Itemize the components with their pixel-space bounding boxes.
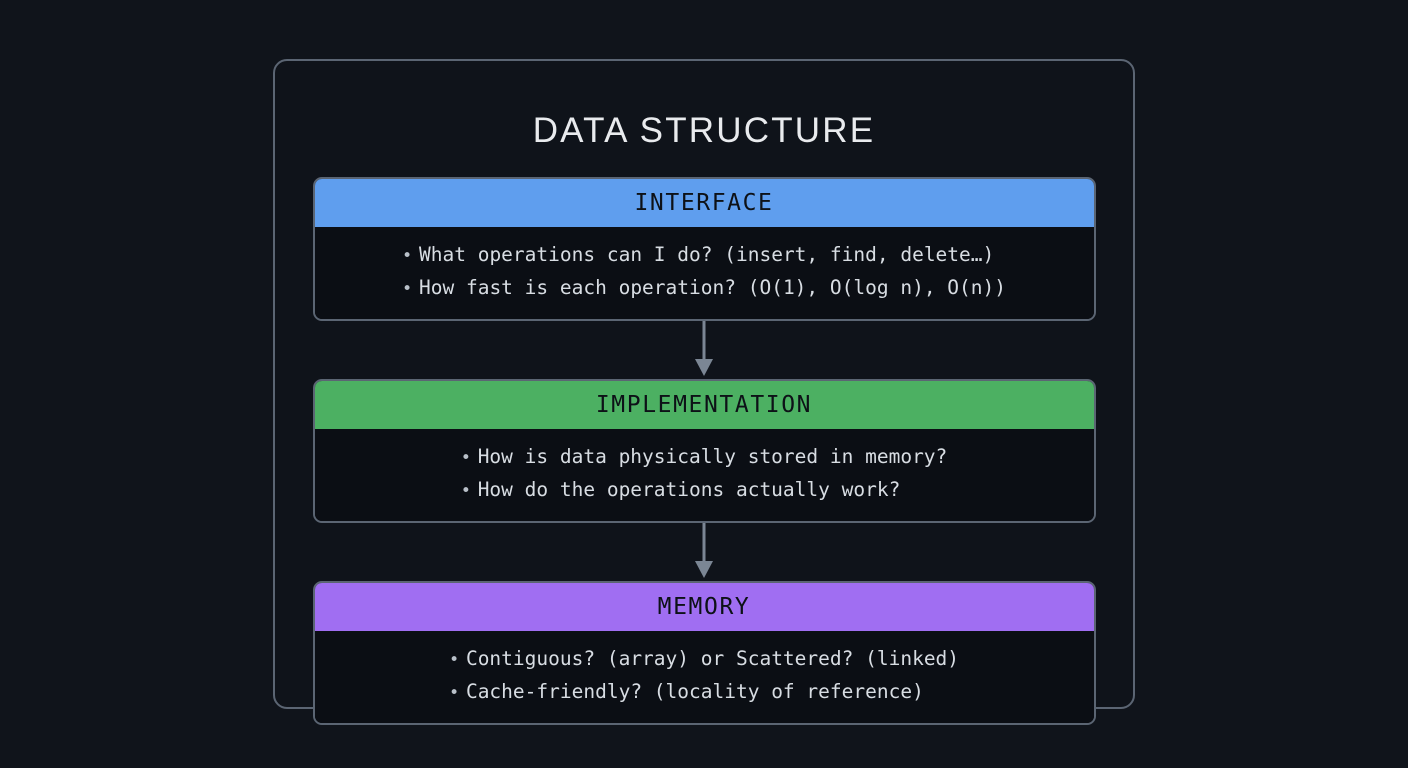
layer-stack: INTERFACE • What operations can I do? (i… xyxy=(312,177,1096,725)
arrow-interface-to-implementation xyxy=(695,321,713,376)
bullet-dot-icon: • xyxy=(448,683,460,703)
list-item: • How is data physically stored in memor… xyxy=(461,441,948,474)
data-structure-frame: DATA STRUCTURE INTERFACE • What operatio… xyxy=(273,59,1135,725)
bullet-dot-icon: • xyxy=(402,246,413,266)
diagram-title: DATA STRUCTURE xyxy=(532,111,876,150)
layer-body-implementation: • How is data physically stored in memor… xyxy=(314,429,1094,521)
layer-card-interface[interactable]: INTERFACE • What operations can I do? (i… xyxy=(312,177,1096,321)
layer-header-memory: MEMORY xyxy=(314,583,1094,631)
list-item: • What operations can I do? (insert, fin… xyxy=(402,239,1006,272)
layer-body-interface: • What operations can I do? (insert, fin… xyxy=(314,227,1094,319)
bullet-list-interface: • What operations can I do? (insert, fin… xyxy=(402,239,1006,305)
list-item-text: How fast is each operation? (O(1), O(log… xyxy=(419,276,1006,299)
layer-card-implementation[interactable]: IMPLEMENTATION • How is data physically … xyxy=(312,379,1096,523)
arrow-implementation-to-memory xyxy=(695,523,713,578)
list-item: • How fast is each operation? (O(1), O(l… xyxy=(402,272,1006,305)
list-item-text: Cache-friendly? (locality of reference) xyxy=(465,680,924,703)
list-item: • How do the operations actually work? xyxy=(461,474,948,507)
bullet-list-memory: • Contiguous? (array) or Scattered? (lin… xyxy=(449,643,959,709)
list-item: • Contiguous? (array) or Scattered? (lin… xyxy=(449,643,959,676)
bullet-list-implementation: • How is data physically stored in memor… xyxy=(461,441,948,507)
layer-card-memory[interactable]: MEMORY • Contiguous? (array) or Scattere… xyxy=(312,581,1096,725)
list-item-text: How do the operations actually work? xyxy=(477,478,901,501)
list-item: • Cache-friendly? (locality of reference… xyxy=(449,676,959,709)
layer-header-interface: INTERFACE xyxy=(314,179,1094,227)
bullet-dot-icon: • xyxy=(460,448,471,468)
bullet-dot-icon: • xyxy=(460,481,471,501)
bullet-dot-icon: • xyxy=(402,279,413,299)
layer-header-implementation: IMPLEMENTATION xyxy=(314,381,1094,429)
list-item-text: Contiguous? (array) or Scattered? (linke… xyxy=(465,647,960,670)
list-item-text: What operations can I do? (insert, find,… xyxy=(419,243,995,266)
list-item-text: How is data physically stored in memory? xyxy=(477,445,948,468)
bullet-dot-icon: • xyxy=(448,650,460,670)
layer-body-memory: • Contiguous? (array) or Scattered? (lin… xyxy=(314,631,1094,723)
